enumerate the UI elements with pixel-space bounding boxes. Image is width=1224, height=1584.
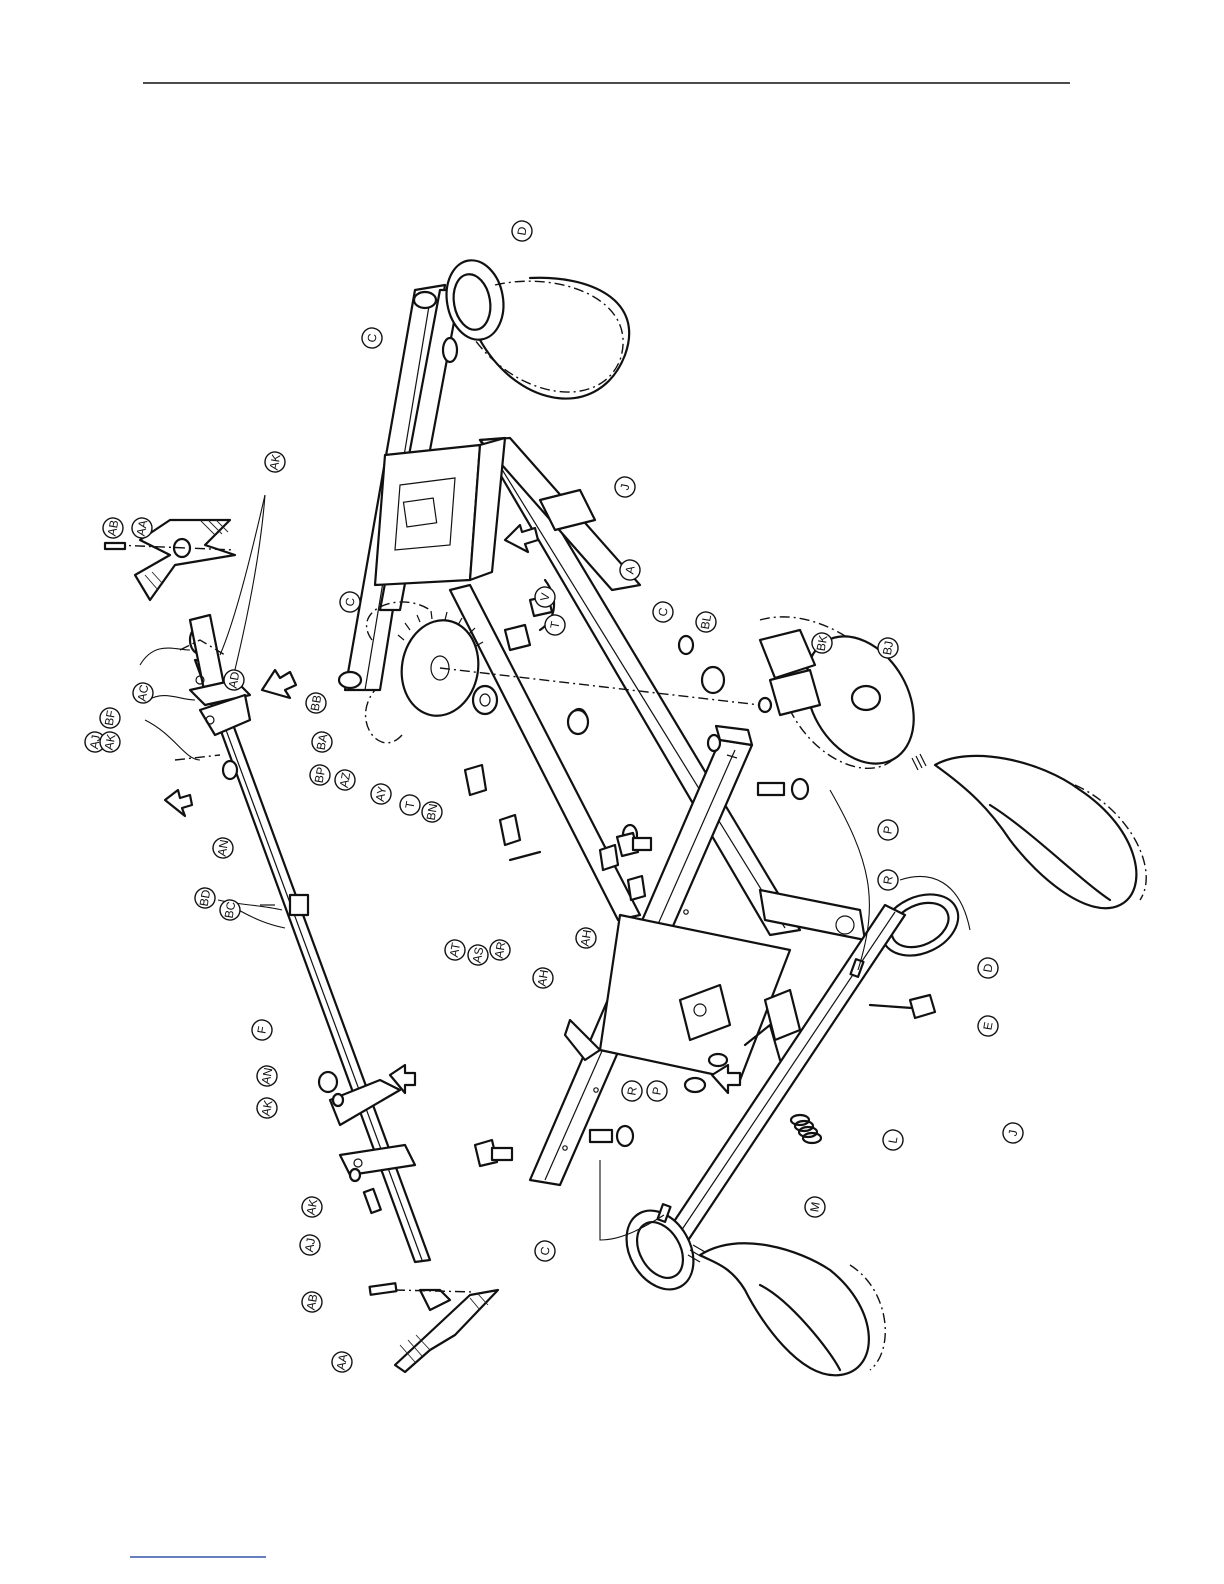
callout-ac: AC	[131, 681, 154, 704]
callout-label: AN	[259, 1067, 276, 1086]
callout-j-top: J	[613, 475, 636, 498]
callout-label: BL	[698, 613, 714, 630]
callout-ab-bot: AB	[300, 1290, 323, 1313]
callout-ah-1: AH	[531, 966, 554, 989]
callout-label: BD	[197, 888, 214, 907]
callout-ak-bot2: AK	[300, 1195, 323, 1218]
callout-label: AC	[135, 683, 152, 702]
callout-bc: BC	[218, 898, 241, 921]
callout-ay: AY	[369, 782, 392, 805]
callout-bn: BN	[420, 800, 443, 823]
callout-label: BA	[314, 733, 331, 751]
callout-as: AS	[466, 943, 489, 966]
callout-ah-2: AH	[574, 926, 597, 949]
callout-aa-bot: AA	[330, 1350, 353, 1373]
callout-label: AR	[492, 940, 509, 959]
callout-c-top: C	[360, 326, 383, 349]
callout-ba: BA	[310, 730, 333, 753]
callout-an-top: AN	[211, 836, 234, 859]
callout-label: BC	[222, 900, 239, 919]
main-frame	[450, 438, 865, 1185]
callout-r-top: R	[876, 868, 899, 891]
callout-label: AK	[259, 1099, 276, 1117]
callout-t-mid: T	[398, 793, 421, 816]
callout-m: M	[803, 1195, 826, 1218]
callout-aj-bot: AJ	[298, 1233, 321, 1256]
callout-label: BN	[424, 803, 441, 822]
callout-l: L	[881, 1128, 904, 1151]
callout-p-top: P	[876, 818, 899, 841]
callout-r-bot: R	[620, 1079, 643, 1102]
callout-at: AT	[443, 938, 466, 961]
callout-label: AH	[535, 969, 552, 988]
callout-bb: BB	[304, 691, 327, 714]
callout-label: AZ	[337, 771, 353, 789]
callout-bd: BD	[193, 886, 216, 909]
callout-label: AD	[226, 670, 243, 689]
callout-d-top: D	[510, 219, 533, 242]
callout-label: AA	[334, 1353, 351, 1371]
callout-label: AJ	[302, 1237, 318, 1253]
callout-label: BK	[814, 634, 831, 652]
callout-bl: BL	[694, 610, 717, 633]
callout-t-top: T	[543, 613, 566, 636]
callout-label: BP	[312, 766, 329, 784]
callout-p-bot: P	[645, 1079, 668, 1102]
callout-e: E	[976, 1014, 999, 1037]
callout-j-mid: J	[1001, 1121, 1024, 1144]
callout-ak-top: AK	[263, 450, 286, 473]
callout-c-bot: C	[533, 1239, 556, 1262]
callout-az: AZ	[333, 768, 356, 791]
callout-label: AA	[134, 519, 151, 537]
callout-ar: AR	[488, 938, 511, 961]
callout-label: BB	[308, 694, 325, 712]
callout-label: AH	[578, 929, 595, 948]
callout-bp: BP	[308, 763, 331, 786]
callout-ab-top: AB	[101, 516, 124, 539]
callout-f: F	[250, 1018, 273, 1041]
callout-c-mid: C	[651, 600, 674, 623]
callout-label: AS	[470, 946, 487, 964]
callout-label: AK	[267, 453, 284, 471]
callout-label: AB	[105, 519, 122, 537]
callout-d-mid: D	[976, 956, 999, 979]
callout-bf: BF	[98, 706, 121, 729]
callout-an-bot: AN	[255, 1064, 278, 1087]
callout-label: AK	[102, 733, 119, 751]
callout-label: AY	[373, 785, 389, 802]
callout-label: AB	[304, 1293, 321, 1311]
callout-label: BF	[102, 709, 118, 727]
callout-label: BJ	[880, 640, 896, 656]
callout-ak-bot1: AK	[255, 1096, 278, 1119]
callout-label: AN	[215, 839, 232, 858]
callout-label: AK	[304, 1198, 321, 1216]
